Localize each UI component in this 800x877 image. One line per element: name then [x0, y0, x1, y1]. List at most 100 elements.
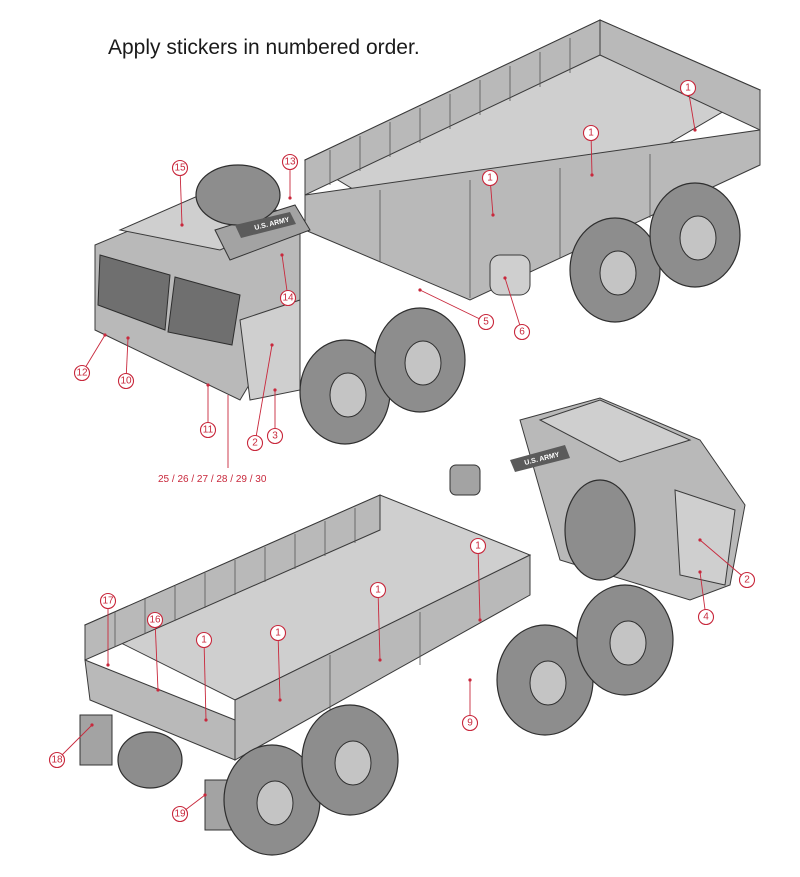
callout-number-top-10: 11 — [203, 425, 214, 436]
callout-circle — [738, 571, 756, 589]
callout-anchor — [698, 538, 702, 542]
callout-number-bottom-6: 1 — [375, 585, 381, 596]
callout-number-bottom-1: 4 — [703, 612, 709, 623]
callout-anchor — [418, 288, 422, 292]
callout-number-top-12: 3 — [272, 431, 278, 442]
callout-leader — [699, 539, 748, 581]
callout-number-bottom-9: 18 — [51, 755, 63, 766]
callout-anchor — [106, 663, 110, 667]
callout-circle — [171, 159, 189, 177]
callout-anchor — [478, 618, 482, 622]
callout-leader — [154, 619, 159, 691]
callout-anchor — [273, 388, 277, 392]
callout-anchor — [468, 678, 472, 682]
callout-range: 25 / 26 / 27 / 28 / 29 / 30 — [158, 395, 267, 485]
callout-anchor — [280, 253, 284, 257]
callout-number-bottom-0: 2 — [744, 575, 750, 586]
callout-anchor — [590, 173, 594, 177]
callout-anchor — [180, 223, 184, 227]
callout-number-top-7: 6 — [519, 327, 525, 338]
callout-anchor — [278, 698, 282, 702]
callout-number-bottom-7: 1 — [475, 541, 481, 552]
callout-number-bottom-3: 16 — [149, 615, 161, 626]
bottom-spare-tire — [564, 479, 636, 581]
bottom-cab-roof — [538, 399, 692, 463]
bottom-bed-ribs — [114, 508, 421, 710]
callout-anchor — [288, 196, 292, 200]
callout-leader — [203, 639, 207, 721]
callout-circle — [679, 79, 697, 97]
callout-number-top-0: 1 — [685, 83, 691, 94]
callout-circle — [582, 124, 600, 142]
callout-leader — [179, 167, 183, 226]
callout-circle — [369, 581, 387, 599]
callout-circle — [146, 611, 164, 629]
bottom-mudflap-left — [79, 714, 113, 766]
callout-anchor — [491, 213, 495, 217]
callout-range-text: 25 / 26 / 27 / 28 / 29 / 30 — [158, 474, 267, 485]
callout-number-top-11: 2 — [252, 438, 258, 449]
callout-anchor — [126, 336, 130, 340]
callout-leader — [504, 277, 523, 333]
callout-number-bottom-4: 1 — [201, 635, 207, 646]
callout-anchor — [156, 688, 160, 692]
callout-anchor — [103, 333, 107, 337]
callout-anchor — [698, 570, 702, 574]
callout-anchor — [270, 343, 274, 347]
top-bed-ribs — [329, 38, 571, 185]
callout-number-top-1: 1 — [588, 128, 594, 139]
callout-number-top-8: 12 — [76, 368, 88, 379]
top-hood-sticker — [235, 212, 296, 238]
top-truck: U.S. ARMY — [94, 19, 762, 445]
bottom-air-filter — [449, 464, 481, 496]
callout-leader — [277, 632, 281, 701]
callout-circle — [99, 592, 117, 610]
top-windshield-right — [167, 276, 241, 346]
callout-circle — [513, 323, 531, 341]
callout-circle — [266, 427, 284, 445]
callout-circle — [117, 372, 135, 390]
callout-number-bottom-5: 1 — [275, 628, 281, 639]
callout-circle — [481, 169, 499, 187]
callout-anchor — [693, 128, 697, 132]
top-bed-side-ribs — [379, 154, 651, 298]
top-spare-tire — [195, 164, 281, 226]
callout-anchor — [90, 723, 94, 727]
instruction-heading: Apply stickers in numbered order. — [108, 36, 420, 59]
bottom-bed-near-wall — [234, 554, 531, 761]
callout-circle — [195, 631, 213, 649]
callout-number-top-3: 13 — [284, 157, 296, 168]
top-wheels — [299, 182, 741, 445]
callout-anchor — [503, 276, 507, 280]
callout-circle — [697, 608, 715, 626]
callout-number-bottom-8: 9 — [467, 718, 473, 729]
bottom-hood-sticker — [510, 445, 570, 472]
callout-circle — [461, 714, 479, 732]
callout-leader — [56, 724, 93, 761]
callout-circle — [48, 751, 66, 769]
bottom-cab-door — [674, 489, 736, 586]
callout-circle — [171, 805, 189, 823]
callout-circle — [279, 289, 297, 307]
callout-circle — [199, 421, 217, 439]
top-fuel-tank — [489, 254, 531, 296]
callout-anchor — [206, 383, 210, 387]
callout-number-bottom-2: 17 — [102, 596, 114, 607]
callout-circle — [281, 153, 299, 171]
callout-circle — [73, 364, 91, 382]
callout-number-top-6: 5 — [483, 317, 489, 328]
callout-leader — [254, 344, 273, 444]
callout-anchor — [204, 718, 208, 722]
callout-circle — [269, 624, 287, 642]
callout-leader — [419, 289, 487, 323]
callout-leader — [377, 589, 381, 661]
callout-leader — [477, 545, 481, 621]
callout-number-bottom-10: 19 — [174, 809, 186, 820]
callout-number-top-2: 1 — [487, 173, 493, 184]
callout-circle — [477, 313, 495, 331]
callout-circle — [469, 537, 487, 555]
bottom-wheels — [117, 584, 674, 856]
callout-anchor — [378, 658, 382, 662]
